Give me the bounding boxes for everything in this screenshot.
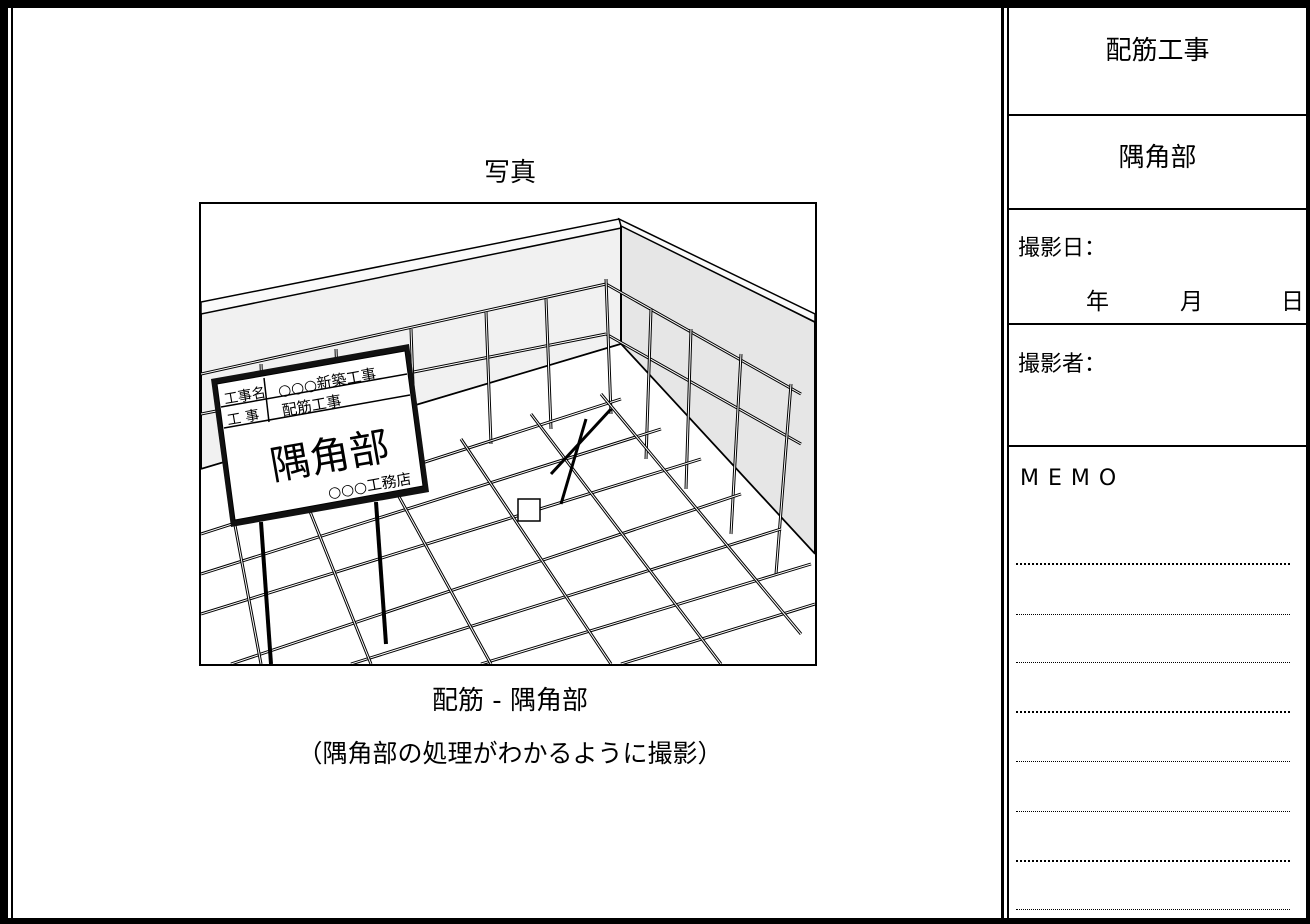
frame-border-top (0, 0, 1310, 8)
row-divider (1009, 445, 1306, 447)
shooting-date-label: 撮影日： (1018, 236, 1107, 261)
frame-border-left (0, 0, 8, 924)
photo-heading: 写真 (483, 158, 536, 188)
row-divider (1009, 114, 1306, 116)
frame-border-right (1306, 0, 1310, 924)
memo-line (1016, 711, 1290, 713)
date-day-unit: 日 (1281, 289, 1304, 315)
memo-line (1016, 811, 1290, 812)
frame-border-bottom (0, 918, 1310, 924)
frame-border-left-inner (11, 8, 13, 918)
memo-line (1016, 563, 1290, 565)
row-divider (1009, 323, 1306, 325)
memo-line (1016, 614, 1290, 615)
work-type-cell: 配筋工事 (1105, 36, 1210, 66)
photo-subcaption: （隅角部の処理がわかるように撮影） (297, 739, 723, 768)
location-cell: 隅角部 (1118, 143, 1197, 173)
memo-line (1016, 761, 1290, 762)
memo-line (1016, 909, 1290, 910)
column-divider (1001, 8, 1004, 918)
construction-signboard: 工事名 ○○○新築工事 工 事 配筋工事 隅角部 ○○○工務店 (211, 344, 429, 664)
photographer-label: 撮影者： (1018, 352, 1107, 377)
column-divider-inner (1007, 8, 1009, 918)
date-month-unit: 月 (1180, 289, 1203, 315)
svg-text:工 事: 工 事 (226, 408, 261, 429)
photo-frame: 工事名 ○○○新築工事 工 事 配筋工事 隅角部 ○○○工務店 (199, 202, 817, 666)
photo-caption: 配筋 - 隅角部 (432, 686, 588, 716)
date-year-unit: 年 (1086, 289, 1109, 315)
rebar-corner-illustration: 工事名 ○○○新築工事 工 事 配筋工事 隅角部 ○○○工務店 (201, 217, 815, 664)
memo-line (1016, 860, 1290, 862)
svg-text:工事名: 工事名 (223, 385, 267, 408)
memo-label: MEMO (1020, 466, 1126, 491)
memo-line (1016, 662, 1290, 663)
row-divider (1009, 208, 1306, 210)
